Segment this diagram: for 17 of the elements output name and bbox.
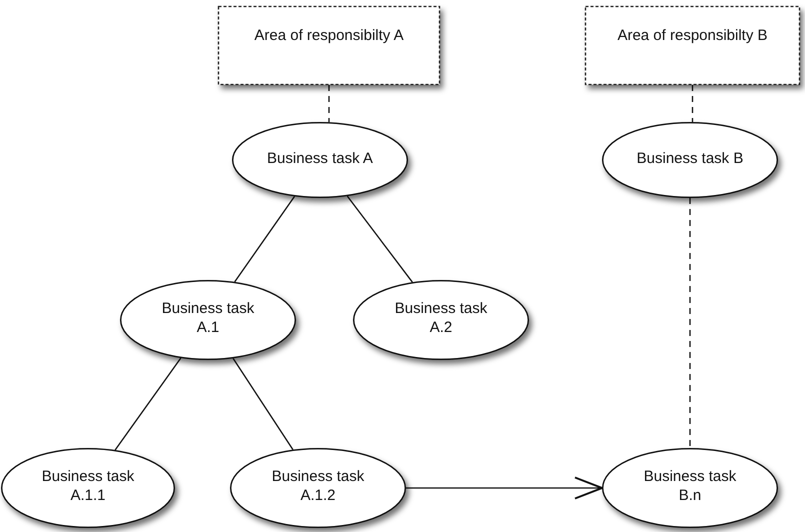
node-label: Area of responsibilty B bbox=[616, 26, 769, 45]
node-label: Business task A.1.2 bbox=[270, 467, 366, 505]
connector-line bbox=[692, 85, 694, 122]
node-label: Business task B.n bbox=[642, 467, 738, 505]
node-label: Business task A.1.1 bbox=[40, 467, 136, 505]
node-label: Area of responsibilty A bbox=[253, 26, 405, 45]
node-label: Business task A.2 bbox=[394, 299, 488, 337]
connector-line bbox=[689, 198, 691, 448]
connector-line bbox=[234, 196, 296, 282]
node-label: Business task A.1 bbox=[160, 299, 256, 337]
arrow bbox=[406, 476, 603, 500]
node-label: Business task B bbox=[636, 148, 744, 168]
connector-line bbox=[328, 85, 330, 122]
node-label: Business task A bbox=[266, 148, 374, 168]
connector-line bbox=[114, 358, 182, 450]
connector-line bbox=[346, 196, 413, 283]
connector-line bbox=[232, 358, 294, 450]
